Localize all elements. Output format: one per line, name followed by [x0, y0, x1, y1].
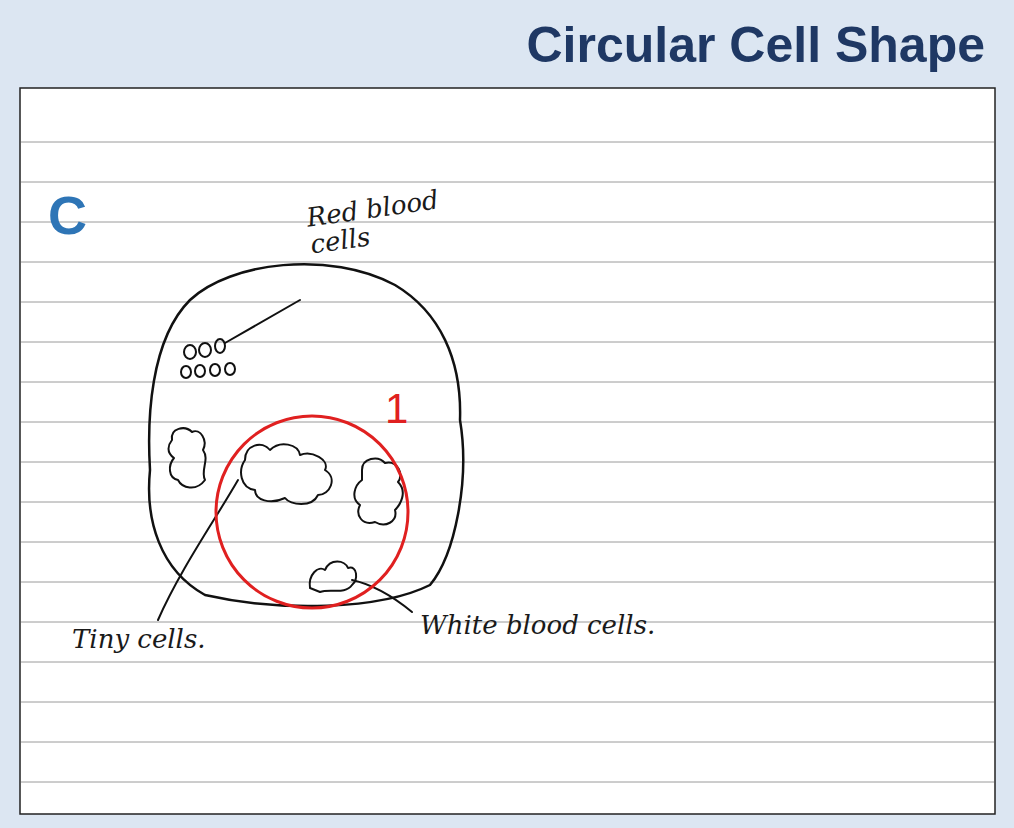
page-title: Circular Cell Shape — [527, 18, 986, 73]
leader-line — [158, 480, 238, 620]
cell-outline — [149, 264, 463, 606]
red-blood-cells — [181, 300, 300, 378]
ruled-lines — [21, 142, 994, 782]
highlight-circle — [216, 416, 408, 608]
callout-number: 1 — [385, 388, 408, 430]
part-label: White blood cells. — [420, 612, 655, 639]
paper-panel — [20, 88, 995, 814]
part-label: Tiny cells. — [72, 626, 206, 653]
white-blood-cells — [169, 428, 403, 592]
panel-letter: C — [48, 188, 87, 242]
